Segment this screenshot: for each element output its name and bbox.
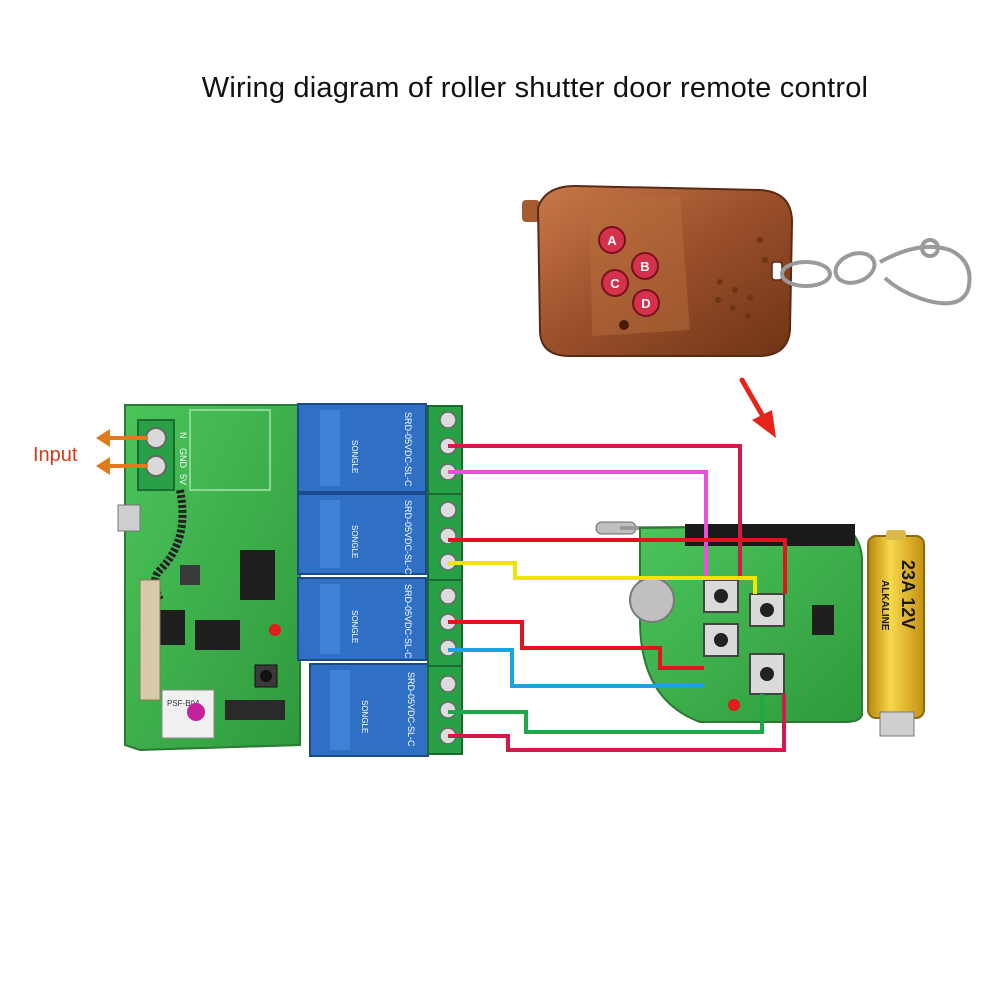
relay-2: SRD-05VDC-SL-C SONGLE — [297, 493, 427, 575]
relay-3-model: SRD-05VDC-SL-C — [403, 584, 413, 659]
terminal-label-n: N — [178, 432, 188, 439]
transmitter-led — [728, 699, 740, 711]
receiver-chip-1 — [240, 550, 275, 600]
signal-arrow-icon — [739, 377, 776, 438]
receiver-chip-3 — [160, 610, 185, 645]
relay-1: SRD-05VDC-SL-C SONGLE — [297, 403, 427, 493]
remote-button-a-label: A — [607, 233, 617, 248]
receiver-led — [269, 624, 281, 636]
remote-led — [619, 320, 629, 330]
reset-button — [180, 565, 200, 585]
battery-rating: 23A 12V — [898, 560, 918, 629]
terminal-label-gnd: GND — [178, 448, 188, 469]
transmitter-chip — [812, 605, 834, 635]
wire-magenta — [448, 470, 708, 580]
receiver-antenna-area — [189, 409, 271, 491]
receiver-pin-header — [225, 700, 285, 720]
fob-grip-dots — [715, 237, 768, 319]
relay-3-brand: SONGLE — [350, 610, 359, 643]
relay-4-brand: SONGLE — [360, 700, 369, 733]
wire-crimson-bottom — [448, 694, 786, 752]
relay-2-brand: SONGLE — [350, 525, 359, 558]
input-arrows-icon — [96, 429, 148, 475]
relay-4: SRD-05VDC-SL-C SONGLE — [309, 663, 429, 757]
relay-4-model: SRD-05VDC-SL-C — [406, 672, 416, 747]
input-terminal-screw-1 — [145, 427, 167, 449]
wire-blue — [448, 648, 704, 688]
wire-red-upper — [448, 538, 787, 594]
input-terminal-screw-2 — [145, 455, 167, 477]
wire-red-lower — [448, 620, 704, 670]
terminal-label-5v: 5V — [178, 474, 188, 485]
wire-green — [448, 694, 764, 734]
input-label: Input — [33, 444, 78, 466]
transmitter-coil — [685, 524, 855, 546]
remote-button-a — [598, 226, 626, 254]
tx-button-1 — [703, 579, 739, 613]
remote-button-b — [631, 252, 659, 280]
relay-2-model: SRD-05VDC-SL-C — [403, 500, 413, 575]
remote-button-c — [601, 269, 629, 297]
wire-crimson-top — [448, 444, 742, 580]
wire-yellow — [448, 561, 757, 594]
remote-button-b-label: B — [640, 259, 649, 274]
battery-type: ALKALINE — [879, 580, 890, 631]
remote-control-fob: A B C D — [522, 184, 794, 357]
diagram-title: Wiring diagram of roller shutter door re… — [201, 72, 869, 104]
output-terminal-strip — [427, 405, 463, 755]
receiver-crystal — [139, 579, 161, 701]
usb-port — [117, 504, 141, 532]
keychain-icon — [780, 238, 972, 306]
relay-3: SRD-05VDC-SL-C SONGLE — [297, 577, 427, 661]
receiver-chip-2 — [195, 620, 240, 650]
fob-keyring-slot — [771, 261, 783, 281]
receiver-board: N GND 5V PSF-B04 — [117, 404, 301, 752]
remote-button-d — [632, 289, 660, 317]
relay-1-brand: SONGLE — [350, 440, 359, 473]
battery-clip — [879, 711, 915, 737]
remote-button-c-label: C — [610, 276, 620, 291]
transmitter-board — [595, 521, 863, 723]
relay-1-model: SRD-05VDC-SL-C — [403, 412, 413, 487]
tx-button-4 — [749, 653, 785, 695]
remote-button-d-label: D — [641, 296, 650, 311]
relay-bank: SRD-05VDC-SL-C SONGLE SRD-05VDC-SL-C SON… — [297, 403, 429, 757]
rf-module-dot — [187, 703, 205, 721]
battery: 23A 12V ALKALINE — [867, 530, 925, 737]
wiring-harness — [448, 444, 787, 752]
rf-module-label: PSF-B04 — [167, 699, 200, 708]
fob-antenna-tip — [522, 200, 540, 222]
transmitter-crystal — [629, 577, 675, 623]
